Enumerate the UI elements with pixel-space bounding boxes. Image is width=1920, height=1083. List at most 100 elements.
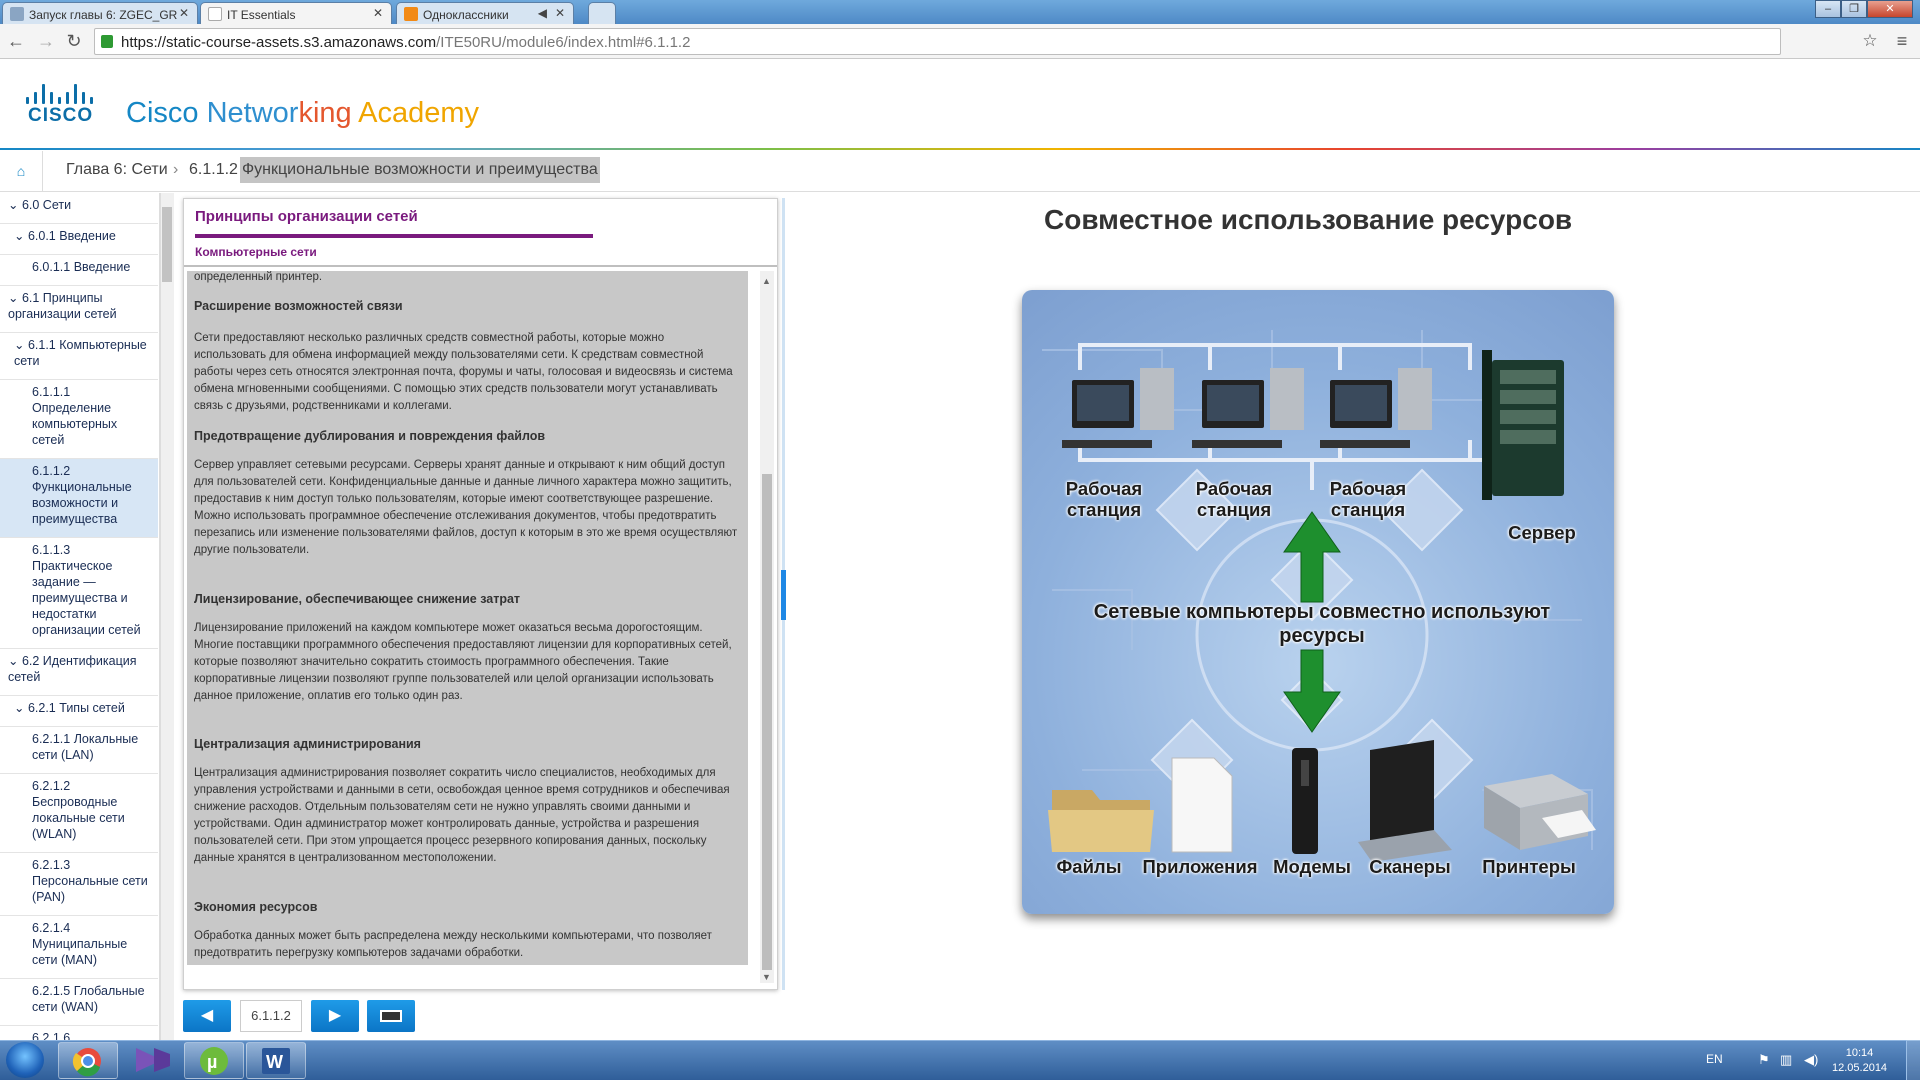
scroll-down-icon[interactable]: ▼: [762, 972, 771, 982]
language-indicator[interactable]: EN: [1706, 1052, 1723, 1066]
clock[interactable]: 10:14 12.05.2014: [1832, 1046, 1887, 1076]
odnoklassniki-icon: [404, 7, 418, 21]
toc-item-label: 6.2.1.5 Глобальные сети (WAN): [32, 984, 145, 1014]
forward-arrow-icon[interactable]: →: [37, 31, 55, 51]
scroll-up-icon[interactable]: ▲: [762, 276, 771, 286]
reload-icon[interactable]: ↻: [66, 31, 82, 51]
brand-part: Academy: [358, 97, 479, 129]
workstation-label: Рабочая станция: [1065, 478, 1143, 520]
site-header: [0, 60, 1920, 150]
panel-divider: [184, 265, 777, 267]
toc-item-label: 6.1.1.2 Функциональные возможности и пре…: [32, 464, 132, 526]
toc-item-label: 6.1.1.1 Определение компьютерных сетей: [32, 385, 118, 447]
show-desktop-button[interactable]: [1906, 1040, 1920, 1080]
star-icon[interactable]: ☆: [1862, 31, 1878, 50]
scanner-icon: [1358, 740, 1452, 862]
server-icon: [1482, 350, 1564, 500]
resource-label-files: Файлы: [1056, 856, 1122, 877]
back-arrow-icon[interactable]: ←: [7, 31, 25, 51]
volume-icon[interactable]: ◀): [1804, 1052, 1819, 1067]
toc-item[interactable]: ⌄ 6.0.1 Введение: [0, 224, 158, 255]
toc-item[interactable]: 6.2.1.5 Глобальные сети (WAN): [0, 979, 158, 1026]
toc-item-label: 6.2.1.6: [32, 1031, 71, 1040]
toc-item[interactable]: 6.0.1.1 Введение: [0, 255, 158, 286]
content-scroll-thumb[interactable]: [762, 474, 772, 970]
toc-item-label: 6.2.1.1 Локальные сети (LAN): [32, 732, 139, 762]
toc-chevron-icon: ⌄: [8, 654, 22, 668]
workstation-label: Рабочая станция: [1195, 478, 1273, 520]
toc-chevron-icon: ⌄: [14, 338, 28, 352]
toc-item[interactable]: 6.2.1.3 Персональные сети (PAN): [0, 853, 158, 916]
menu-icon[interactable]: ≡: [1896, 31, 1908, 51]
minimize-button[interactable]: –: [1815, 0, 1841, 18]
sidebar-scrollbar[interactable]: [160, 193, 174, 1040]
document-icon: [1171, 757, 1233, 853]
content-title: Принципы организации сетей: [195, 208, 418, 225]
chrome-taskbar-button[interactable]: [58, 1042, 118, 1079]
toc-item-label: 6.1 Принципы организации сетей: [8, 291, 117, 321]
visual-studio-taskbar-button[interactable]: [124, 1042, 184, 1079]
toc-item-label: 6.2 Идентификация сетей: [8, 654, 137, 684]
sidebar-scroll-thumb[interactable]: [162, 207, 172, 282]
toc-item[interactable]: 6.2.1.4 Муниципальные сети (MAN): [0, 916, 158, 979]
section-heading: Предотвращение дублирования и повреждени…: [194, 429, 546, 443]
toc-item[interactable]: 6.1.1.3 Практическое задание — преимущес…: [0, 538, 158, 649]
prev-page-button[interactable]: ◀: [183, 1000, 231, 1032]
windows-start-icon[interactable]: [6, 1042, 44, 1078]
breadcrumb-chapter[interactable]: Глава 6: Сети: [66, 161, 168, 178]
toc-item-label: 6.2.1.2 Беспроводные локальные сети (WLA…: [32, 779, 125, 841]
chrome-icon: [72, 1048, 101, 1077]
resource-label-modems: Модемы: [1273, 856, 1351, 877]
toc-button[interactable]: [367, 1000, 415, 1032]
new-tab-button[interactable]: [588, 2, 616, 24]
toc-chevron-icon: ⌄: [8, 291, 22, 305]
content-text-area: определенный принтер. Расширение возможн…: [187, 271, 748, 965]
toc-item[interactable]: ⌄ 6.2.1 Типы сетей: [0, 696, 158, 727]
academy-title[interactable]: Cisco Networking Academy: [126, 97, 479, 130]
toc-chevron-icon: ⌄: [8, 198, 22, 212]
network-icon[interactable]: ▥: [1780, 1052, 1793, 1067]
url-path: /ITE50RU/module6/index.html#6.1.1.2: [436, 34, 691, 51]
tab-label: Одноклассники: [423, 8, 509, 22]
toc-item[interactable]: 6.2.1.2 Беспроводные локальные сети (WLA…: [0, 774, 158, 853]
close-icon[interactable]: ✕: [554, 6, 565, 20]
tab-odnoklassniki[interactable]: Одноклассники ◀ ✕: [396, 2, 574, 24]
resource-label-printers: Принтеры: [1482, 856, 1576, 877]
brand-part: king: [298, 97, 359, 129]
brand-part: Networ: [206, 97, 299, 129]
next-page-button[interactable]: ▶: [311, 1000, 359, 1032]
toc-item[interactable]: 6.1.1.1 Определение компьютерных сетей: [0, 380, 158, 459]
toc-item-label: 6.0.1 Введение: [27, 229, 116, 243]
splitter-handle[interactable]: [781, 570, 786, 620]
toc-item[interactable]: ⌄ 6.1 Принципы организации сетей: [0, 286, 158, 333]
workstation-icon: [1062, 368, 1174, 448]
home-icon[interactable]: ⌂: [0, 151, 43, 192]
toc-item[interactable]: ⌄ 6.0 Сети: [0, 193, 158, 224]
toc-item-current[interactable]: 6.1.1.2 Функциональные возможности и пре…: [0, 459, 158, 538]
close-icon[interactable]: ✕: [372, 6, 383, 20]
section-heading: Лицензирование, обеспечивающее снижение …: [194, 592, 521, 606]
tab-it-essentials[interactable]: IT Essentials ✕: [200, 2, 392, 24]
close-window-button[interactable]: ✕: [1867, 0, 1913, 18]
utorrent-taskbar-button[interactable]: µ: [184, 1042, 244, 1079]
server-label: Сервер: [1508, 522, 1576, 543]
section-body: Централизация администрирования позволяе…: [194, 767, 730, 864]
word-taskbar-button[interactable]: W: [246, 1042, 306, 1079]
workstation-icon: [1320, 368, 1432, 448]
close-icon[interactable]: ✕: [178, 6, 189, 20]
breadcrumb-section-title: Функциональные возможности и преимуществ…: [240, 157, 600, 183]
flag-icon[interactable]: ⚑: [1758, 1052, 1770, 1067]
speaker-icon: ◀: [537, 6, 547, 20]
maximize-button[interactable]: ❐: [1841, 0, 1867, 18]
toc-item[interactable]: ⌄ 6.1.1 Компьютерные сети: [0, 333, 158, 380]
utorrent-icon: µ: [200, 1047, 228, 1075]
url-input[interactable]: https://static-course-assets.s3.amazonaw…: [94, 28, 1781, 55]
toc-item-label: 6.2.1.4 Муниципальные сети (MAN): [32, 921, 128, 967]
tab-chapter-launch[interactable]: Запуск главы 6: ZGEC_GR ✕: [2, 2, 198, 24]
toc-item[interactable]: ⌄ 6.2 Идентификация сетей: [0, 649, 158, 696]
toc-item[interactable]: 6.2.1.1 Локальные сети (LAN): [0, 727, 158, 774]
cisco-logo-text: CISCO: [28, 105, 94, 126]
toc-item-label: 6.1.1 Компьютерные сети: [14, 338, 147, 368]
toc-item[interactable]: 6.2.1.6: [0, 1026, 158, 1040]
tab-label: IT Essentials: [227, 8, 296, 22]
